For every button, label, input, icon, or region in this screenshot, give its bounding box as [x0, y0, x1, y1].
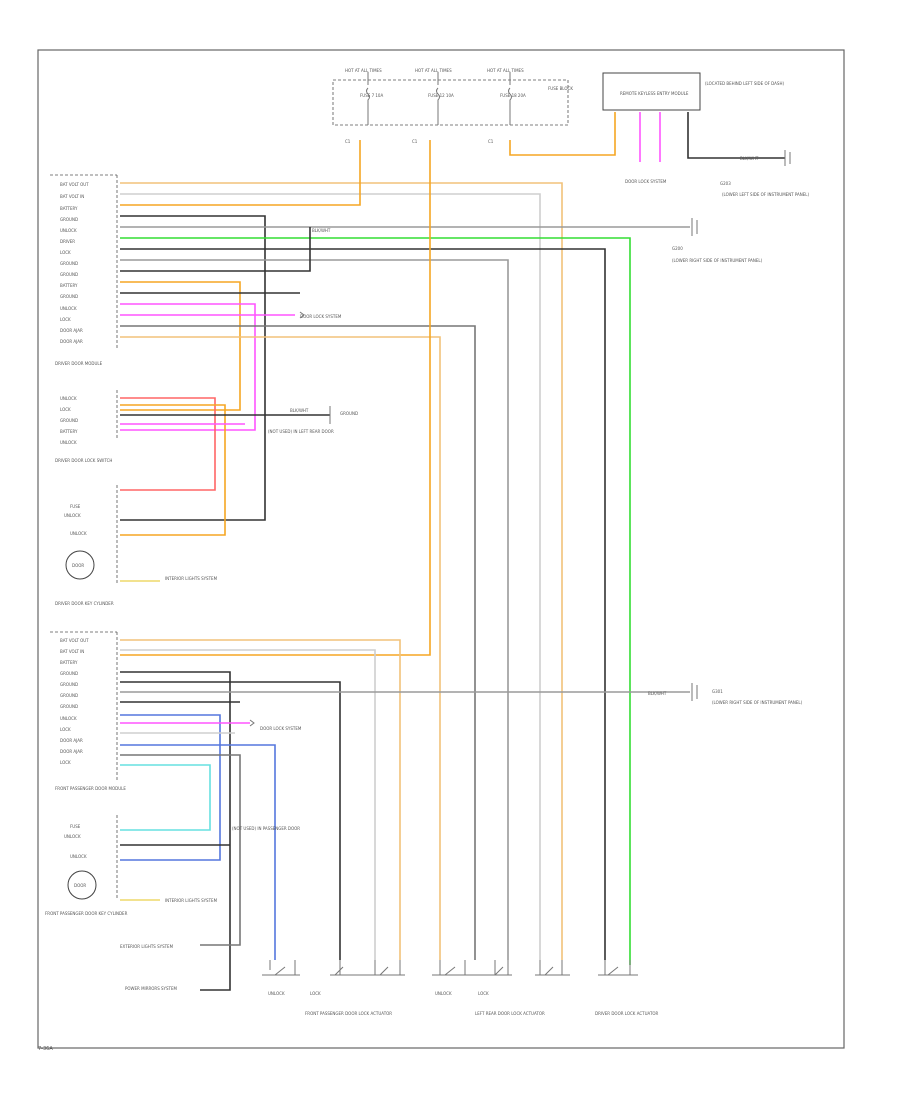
pass-pin-8: LOCK — [60, 727, 71, 732]
driver-door-module-name: DRIVER DOOR MODULE — [55, 361, 103, 366]
pass-pin-11: LOCK — [60, 760, 71, 765]
svg-text:DOOR: DOOR — [72, 563, 84, 568]
pass-pin-4: GROUND — [60, 682, 78, 687]
fuse-a-label: FUSE 7 10A — [360, 93, 383, 98]
remote-keyless-entry-module: REMOTE KEYLESS ENTRY MODULE (LOCATED BEH… — [602, 72, 810, 197]
lock-switch-pin-3: BATTERY — [60, 429, 78, 434]
driver-pin-7: GROUND — [60, 261, 78, 266]
left-rear-actuator-name: LEFT REAR DOOR LOCK ACTUATOR — [475, 1011, 545, 1016]
rke-ground-note: (LOWER LEFT SIDE OF INSTRUMENT PANEL) — [722, 192, 810, 197]
rke-module-note: (LOCATED BEHIND LEFT SIDE OF DASH) — [705, 81, 784, 86]
cyl-right-interior-lights: INTERIOR LIGHTS SYSTEM — [165, 898, 218, 903]
svg-text:C1: C1 — [345, 139, 351, 144]
exterior-lights-note: EXTERIOR LIGHTS SYSTEM — [120, 944, 174, 949]
driver-door-module: BAT VOLT OUT BAT VOLT IN BATTERY GROUND … — [50, 174, 342, 366]
fuse-c-top-label: HOT AT ALL TIMES — [487, 68, 524, 73]
fuse-a-top-label: HOT AT ALL TIMES — [345, 68, 382, 73]
svg-text:C1: C1 — [412, 139, 418, 144]
lock-switch-name: DRIVER DOOR LOCK SWITCH — [55, 458, 112, 463]
driver-door-actuator: DRIVER DOOR LOCK ACTUATOR — [595, 960, 659, 1016]
driver-pin-10: GROUND — [60, 294, 78, 299]
lock-switch-pin-1: LOCK — [60, 407, 71, 412]
svg-text:BLK/WHT: BLK/WHT — [740, 156, 759, 161]
driver-pin-0: BAT VOLT OUT — [60, 182, 89, 187]
cyl-left-pin-1: UNLOCK — [64, 513, 81, 518]
fuse-c-label: FUSE 18 20A — [500, 93, 526, 98]
pass-pin-10: DOOR AJAR — [60, 749, 83, 754]
svg-text:DOOR: DOOR — [74, 883, 86, 888]
lock-switch-pin-2: GROUND — [60, 418, 78, 423]
pass-pin-1: BAT VOLT IN — [60, 649, 84, 654]
svg-text:C1: C1 — [488, 139, 494, 144]
svg-text:LOCK: LOCK — [310, 991, 321, 996]
cyl-right-pin-0: FUSE — [70, 824, 81, 829]
cyl-left-pin-2: UNLOCK — [70, 531, 87, 536]
lock-switch-pin-0: UNLOCK — [60, 396, 77, 401]
cyl-left-interior-lights: INTERIOR LIGHTS SYSTEM — [165, 576, 218, 581]
pass-ground-note: (LOWER RIGHT SIDE OF INSTRUMENT PANEL) — [712, 700, 803, 705]
left-rear-actuator: UNLOCK LOCK LEFT REAR DOOR LOCK ACTUATOR — [432, 960, 570, 1016]
driver-pin-12: LOCK — [60, 317, 71, 322]
driver-pin-13: DOOR AJAR — [60, 328, 83, 333]
driver-pin-2: BATTERY — [60, 206, 78, 211]
driver-actuator-name: DRIVER DOOR LOCK ACTUATOR — [595, 1011, 659, 1016]
svg-text:LOCK: LOCK — [478, 991, 489, 996]
driver-pin-8: GROUND — [60, 272, 78, 277]
g200-label: G200 — [672, 246, 683, 251]
rke-module-title: REMOTE KEYLESS ENTRY MODULE — [620, 91, 689, 96]
lock-switch-pin-4: UNLOCK — [60, 440, 77, 445]
fuse-block-label: FUSE BLOCK — [548, 86, 573, 91]
pass-pin-9: DOOR AJAR — [60, 738, 83, 743]
front-passenger-actuator: UNLOCK LOCK FRONT PASSENGER DOOR LOCK AC… — [262, 960, 405, 1016]
pass-pin-5: GROUND — [60, 693, 78, 698]
driver-pin-14: DOOR AJAR — [60, 339, 83, 344]
svg-text:BLK/WHT: BLK/WHT — [312, 228, 331, 233]
lock-switch-note: (NOT USED) IN LEFT REAR DOOR — [268, 429, 334, 434]
cyl-right-pin-1: UNLOCK — [64, 834, 81, 839]
driver-pin-3: GROUND — [60, 217, 78, 222]
cyl-left-name: DRIVER DOOR KEY CYLINDER — [55, 601, 114, 606]
rke-door-lock-system-label: DOOR LOCK SYSTEM — [625, 179, 667, 184]
fuse-b-label: FUSE 12 10A — [428, 93, 454, 98]
driver-pin-6: LOCK — [60, 250, 71, 255]
pass-pin-6: GROUND — [60, 704, 78, 709]
front-passenger-door-key-cylinder: FUSE UNLOCK UNLOCK DOOR FRONT PASSENGER … — [45, 815, 300, 916]
cyl-right-name: FRONT PASSENGER DOOR KEY CYLINDER — [45, 911, 128, 916]
pass-pin-3: GROUND — [60, 671, 78, 676]
pass-pin-2: BATTERY — [60, 660, 78, 665]
driver-door-lock-switch: UNLOCK LOCK GROUND BATTERY UNLOCK DRIVER… — [55, 390, 334, 463]
cyl-right-pin-2: UNLOCK — [70, 854, 87, 859]
driver-pin-4: UNLOCK — [60, 228, 77, 233]
pass-pin-0: BAT VOLT OUT — [60, 638, 89, 643]
rke-ground-label: G203 — [720, 181, 731, 186]
svg-text:GROUND: GROUND — [340, 411, 358, 416]
fuse-block: HOT AT ALL TIMES HOT AT ALL TIMES HOT AT… — [332, 68, 573, 144]
pass-module-name: FRONT PASSENGER DOOR MODULE — [55, 786, 126, 791]
svg-text:UNLOCK: UNLOCK — [435, 991, 452, 996]
svg-text:BLK/WHT: BLK/WHT — [648, 691, 667, 696]
pass-pin-7: UNLOCK — [60, 716, 77, 721]
cyl-left-pin-0: FUSE — [70, 504, 81, 509]
driver-pin-5: DRIVER — [60, 239, 75, 244]
driver-pin-11: UNLOCK — [60, 306, 77, 311]
cyl-right-note: (NOT USED) IN PASSENGER DOOR — [232, 826, 300, 831]
svg-text:UNLOCK: UNLOCK — [268, 991, 285, 996]
driver-door-lock-system-label: DOOR LOCK SYSTEM — [300, 314, 342, 319]
front-passenger-door-module: BAT VOLT OUT BAT VOLT IN BATTERY GROUND … — [50, 631, 803, 791]
footer-code: 7-36A — [38, 1046, 53, 1052]
g200-note: (LOWER RIGHT SIDE OF INSTRUMENT PANEL) — [672, 258, 763, 263]
driver-pin-9: BATTERY — [60, 283, 78, 288]
driver-door-key-cylinder: FUSE UNLOCK UNLOCK DOOR DRIVER DOOR KEY … — [55, 485, 218, 606]
svg-text:BLK/WHT: BLK/WHT — [290, 408, 309, 413]
diagram-border — [37, 49, 845, 1049]
pass-door-lock-system-label: DOOR LOCK SYSTEM — [260, 726, 302, 731]
driver-pin-1: BAT VOLT IN — [60, 194, 84, 199]
fuse-b-top-label: HOT AT ALL TIMES — [415, 68, 452, 73]
power-mirrors-note: POWER MIRRORS SYSTEM — [125, 986, 178, 991]
pass-ground-label: G301 — [712, 689, 723, 694]
front-passenger-actuator-name: FRONT PASSENGER DOOR LOCK ACTUATOR — [305, 1011, 392, 1016]
